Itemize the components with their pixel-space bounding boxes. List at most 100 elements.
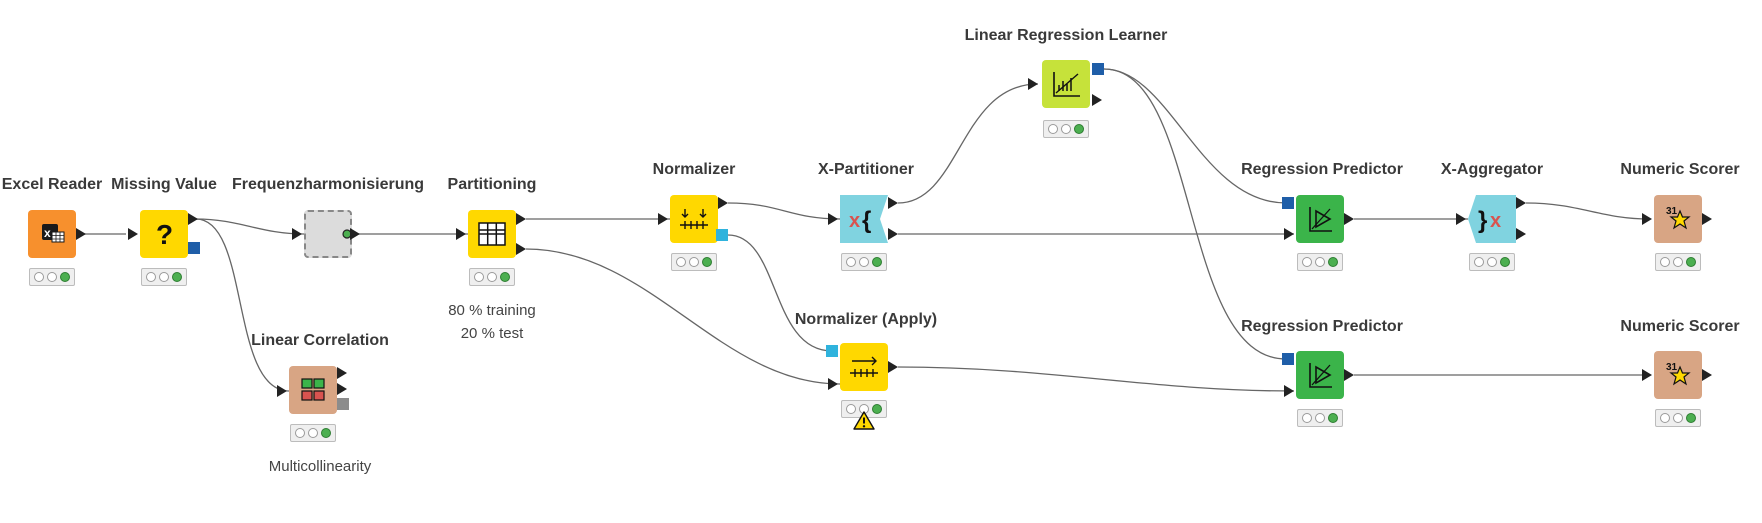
- scorer-icon: 31: [1666, 362, 1691, 386]
- input-port[interactable]: [658, 213, 668, 225]
- connection-normalizer-to-xpartitioner[interactable]: [727, 202, 841, 220]
- output-port[interactable]: [337, 383, 347, 395]
- loop-end-icon: } x: [1468, 195, 1516, 243]
- node-title[interactable]: Numeric Scorer: [1620, 161, 1740, 178]
- partitioning-annotation[interactable]: 80 % training 20 % test: [448, 299, 536, 345]
- normalize-icon: [680, 209, 708, 229]
- output-port[interactable]: [1702, 213, 1712, 225]
- output-port[interactable]: [76, 228, 86, 240]
- node-title[interactable]: Numeric Scorer: [1620, 318, 1740, 335]
- normalizer-node[interactable]: [670, 195, 718, 243]
- linear-correlation-node[interactable]: [289, 366, 337, 414]
- node-status-indicator: [1469, 253, 1515, 271]
- node-status-indicator: [29, 268, 75, 286]
- connection-learner-to-predictor1[interactable]: [1103, 68, 1287, 204]
- input-port[interactable]: [1028, 78, 1038, 90]
- output-port[interactable]: [516, 213, 526, 225]
- x-aggregator-node[interactable]: } x: [1468, 195, 1516, 243]
- input-port[interactable]: [128, 228, 138, 240]
- input-port[interactable]: [456, 228, 466, 240]
- annotation-line-test: 20 % test: [460, 325, 524, 342]
- model-output-port[interactable]: [1092, 63, 1104, 75]
- numeric-scorer-2-node[interactable]: 31: [1654, 351, 1702, 399]
- input-port[interactable]: [828, 378, 838, 390]
- frequenzharmonisierung-node[interactable]: [304, 210, 352, 258]
- node-title[interactable]: Excel Reader: [1, 176, 103, 193]
- node-status-indicator: [841, 253, 887, 271]
- connection-partitioning-to-normalizer-apply[interactable]: [525, 248, 841, 385]
- connection-xpartitioner-to-learner[interactable]: [897, 83, 1039, 204]
- input-port[interactable]: [1284, 385, 1294, 397]
- node-title[interactable]: Missing Value: [111, 176, 217, 193]
- normalizer-model-port[interactable]: [716, 229, 728, 241]
- node-status-indicator: [1297, 253, 1343, 271]
- connection-missing-to-frequenz[interactable]: [195, 218, 305, 235]
- output-port[interactable]: [1092, 94, 1102, 106]
- output-port[interactable]: [1516, 228, 1526, 240]
- model-input-port[interactable]: [1282, 353, 1294, 365]
- node-title[interactable]: Partitioning: [447, 176, 537, 193]
- x-partitioner-node[interactable]: x {: [840, 195, 888, 243]
- input-port[interactable]: [1284, 228, 1294, 240]
- connection-normalizer-model-to-apply[interactable]: [727, 234, 833, 352]
- output-port[interactable]: [337, 367, 347, 379]
- scorer-badge-text: 31: [1666, 206, 1678, 217]
- output-port[interactable]: [718, 197, 728, 209]
- numeric-scorer-1-node[interactable]: 31: [1654, 195, 1702, 243]
- node-title[interactable]: Linear Regression Learner: [964, 27, 1168, 44]
- output-port[interactable]: [350, 228, 360, 240]
- node-title[interactable]: Normalizer (Apply): [794, 311, 938, 328]
- linear-correlation-annotation[interactable]: Multicollinearity: [268, 458, 372, 475]
- normalizer-apply-node[interactable]: [840, 343, 888, 391]
- missing-value-node[interactable]: ?: [140, 210, 188, 258]
- model-output-port[interactable]: [188, 242, 200, 254]
- input-port[interactable]: [1642, 213, 1652, 225]
- output-port[interactable]: [888, 228, 898, 240]
- connection-learner-to-predictor2[interactable]: [1103, 68, 1287, 360]
- excel-reader-node[interactable]: x: [28, 210, 76, 258]
- connection-missing-to-correlation[interactable]: [195, 218, 290, 392]
- output-port[interactable]: [1702, 369, 1712, 381]
- regression-predictor-2-node[interactable]: [1296, 351, 1344, 399]
- input-port[interactable]: [292, 228, 302, 240]
- connection-normalizer-apply-to-predictor2[interactable]: [897, 366, 1295, 392]
- model-output-port[interactable]: [337, 398, 349, 410]
- node-title[interactable]: Regression Predictor: [1241, 161, 1403, 178]
- excel-icon: x: [42, 224, 65, 243]
- partitioning-node[interactable]: [468, 210, 516, 258]
- input-port[interactable]: [277, 385, 287, 397]
- normalize-apply-icon: [850, 356, 878, 377]
- input-port[interactable]: [1642, 369, 1652, 381]
- node-title[interactable]: X-Aggregator: [1440, 161, 1544, 178]
- node-status-indicator: [1655, 409, 1701, 427]
- node-title[interactable]: Frequenzharmonisierung: [231, 176, 425, 193]
- regression-predictor-1-node[interactable]: [1296, 195, 1344, 243]
- predictor-icon: [1309, 363, 1332, 388]
- linear-regression-learner-node[interactable]: [1042, 60, 1090, 108]
- node-status-indicator: [1655, 253, 1701, 271]
- output-port[interactable]: [1344, 213, 1354, 225]
- partition-grid-icon: [478, 222, 506, 246]
- output-port[interactable]: [1516, 197, 1526, 209]
- svg-text:x: x: [1490, 210, 1501, 232]
- output-port[interactable]: [888, 197, 898, 209]
- input-port[interactable]: [1456, 213, 1466, 225]
- normalizer-model-input-port[interactable]: [826, 345, 838, 357]
- node-title[interactable]: X-Partitioner: [817, 161, 915, 178]
- node-title[interactable]: Normalizer: [652, 161, 736, 178]
- metanode-icon: [342, 229, 352, 239]
- predictor-icon: [1309, 207, 1332, 232]
- node-status-indicator: [290, 424, 336, 442]
- connection-aggregator-to-scorer1[interactable]: [1525, 202, 1651, 220]
- output-port[interactable]: [1344, 369, 1354, 381]
- node-title[interactable]: Regression Predictor: [1241, 318, 1403, 335]
- node-title[interactable]: Linear Correlation: [251, 332, 389, 349]
- output-port[interactable]: [188, 213, 198, 225]
- output-port[interactable]: [888, 361, 898, 373]
- model-input-port[interactable]: [1282, 197, 1294, 209]
- input-port[interactable]: [828, 213, 838, 225]
- output-port[interactable]: [516, 243, 526, 255]
- warning-triangle-icon[interactable]: [853, 411, 875, 430]
- svg-text:?: ?: [156, 219, 173, 250]
